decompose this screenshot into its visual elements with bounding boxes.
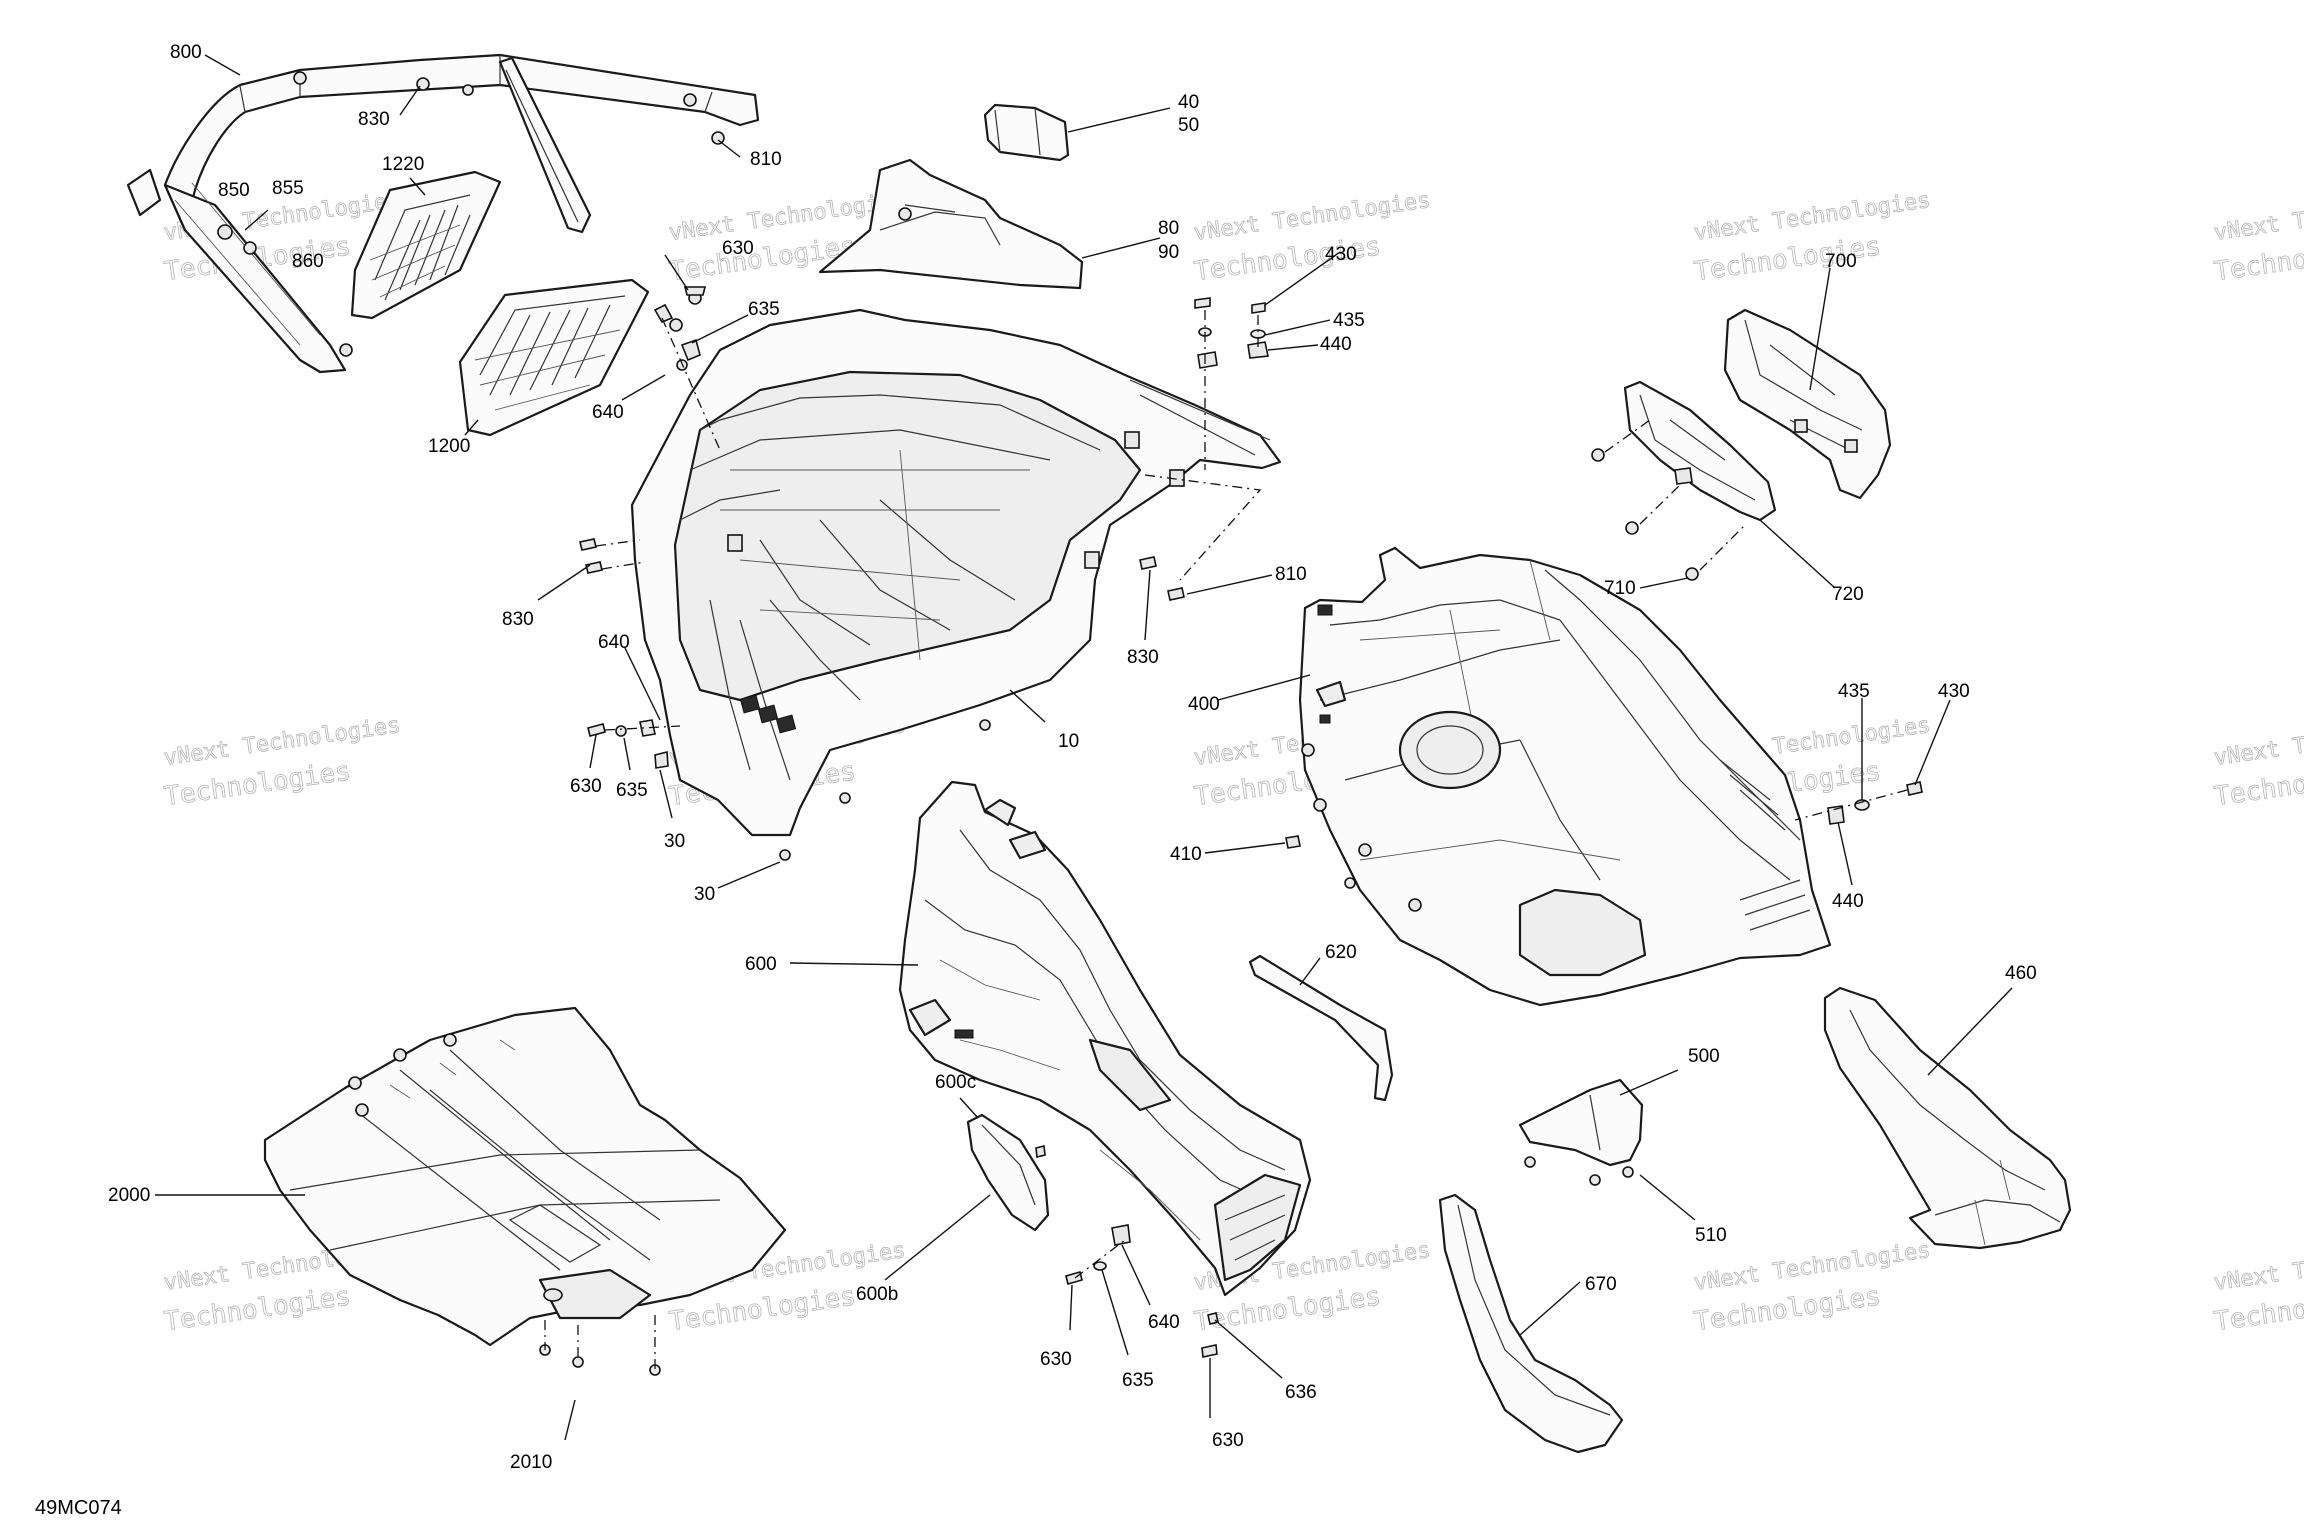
watermark: vNext Technologies Technologies [2212, 188, 2304, 288]
callout-635-left: 635 [616, 780, 648, 801]
callout-810-mid: 810 [1275, 564, 1307, 585]
hardware-right-top [1194, 297, 1269, 470]
watermark: vNext Technologies Technologies [2212, 1238, 2304, 1338]
hardware-left-top [653, 286, 721, 451]
part-500-plate [1518, 1078, 1644, 1186]
hardware-710 [1591, 419, 1746, 581]
part-460-cover [1823, 986, 2072, 1250]
callout-2000: 2000 [108, 1185, 150, 1206]
callout-630: 630 [722, 238, 754, 259]
part-2000-skid-plate [263, 1006, 787, 1376]
callout-720: 720 [1832, 584, 1864, 605]
part-720-bracket [1623, 380, 1777, 522]
callout-810: 810 [750, 149, 782, 170]
callout-630-left: 630 [570, 776, 602, 797]
svg-text:vNext Technologies: vNext Technologies [2212, 713, 2304, 771]
part-800-bumper [126, 53, 760, 374]
callout-635-bot: 635 [1122, 1370, 1154, 1391]
callout-600: 600 [745, 954, 777, 975]
watermark: vNext Technologies Technologies [2212, 713, 2304, 813]
svg-text:vNext Technologies: vNext Technologies [2212, 188, 2304, 246]
part-600c [966, 1113, 1050, 1232]
callout-830: 830 [358, 109, 390, 130]
part-10-front-hood [630, 308, 1282, 861]
callout-10: 10 [1058, 731, 1079, 752]
part-620-strap [1248, 954, 1394, 1102]
part-1220-grille [350, 170, 502, 320]
callout-440-top: 440 [1320, 334, 1352, 355]
callout-830-mid: 830 [1127, 647, 1159, 668]
callout-640-left: 640 [598, 632, 630, 653]
callout-430-right: 430 [1938, 681, 1970, 702]
callout-410: 410 [1170, 844, 1202, 865]
callout-40: 40 [1178, 92, 1199, 113]
callout-830-left: 830 [502, 609, 534, 630]
callout-600b: 600b [856, 1284, 898, 1305]
callout-600c: 600c [935, 1072, 976, 1093]
callout-636: 636 [1285, 1382, 1317, 1403]
watermark: vNext Technologies Technologies [1192, 188, 1432, 288]
callout-400: 400 [1188, 694, 1220, 715]
svg-text:vNext Technologies: vNext Technologies [1692, 1238, 1932, 1296]
callout-80: 80 [1158, 218, 1179, 239]
svg-text:vNext Technologies: vNext Technologies [1192, 188, 1432, 246]
part-40-cap [983, 103, 1070, 162]
hardware-right-side [1794, 781, 1923, 825]
callout-860: 860 [292, 251, 324, 272]
callout-510: 510 [1695, 1225, 1727, 1246]
callout-630-bot: 630 [1040, 1349, 1072, 1370]
callout-460: 460 [2005, 963, 2037, 984]
callout-1220: 1220 [382, 154, 424, 175]
svg-text:vNext Technologies: vNext Technologies [2212, 1238, 2304, 1296]
callout-670: 670 [1585, 1274, 1617, 1295]
part-80-panel [818, 158, 1084, 290]
part-400-body-panel [1298, 546, 1832, 1007]
callout-90: 90 [1158, 242, 1179, 263]
callout-640: 640 [592, 402, 624, 423]
callout-500: 500 [1688, 1046, 1720, 1067]
callout-30-b: 30 [694, 884, 715, 905]
callout-635: 635 [748, 299, 780, 320]
part-700-bracket [1723, 308, 1892, 500]
callout-850: 850 [218, 180, 250, 201]
callout-30-a: 30 [664, 831, 685, 852]
callout-640-bot: 640 [1148, 1312, 1180, 1333]
watermark: vNext Technologies Technologies [1692, 188, 1932, 288]
callout-710: 710 [1604, 578, 1636, 599]
callout-855: 855 [272, 178, 304, 199]
watermark: vNext Technologies Technologies [1692, 1238, 1932, 1338]
hardware-830-left [579, 538, 646, 574]
part-600-console [898, 780, 1312, 1297]
hardware-left-low [587, 719, 681, 769]
callout-700: 700 [1825, 251, 1857, 272]
document-id: 49MC074 [35, 1497, 122, 1519]
callout-430-top: 430 [1325, 244, 1357, 265]
callout-800: 800 [170, 42, 202, 63]
watermark: vNext Technologies Technologies [162, 713, 402, 813]
hardware-console-bottom [1065, 1224, 1219, 1358]
callout-435-right: 435 [1838, 681, 1870, 702]
part-670-trim [1438, 1193, 1624, 1454]
hardware-830-810-mid [1139, 474, 1262, 601]
callout-620: 620 [1325, 942, 1357, 963]
callout-1200: 1200 [428, 436, 470, 457]
callout-630-btm: 630 [1212, 1430, 1244, 1451]
part-1200-grille [458, 278, 650, 437]
callout-435-top: 435 [1333, 310, 1365, 331]
svg-text:vNext Technologies: vNext Technologies [1692, 188, 1932, 246]
callout-440-right: 440 [1832, 891, 1864, 912]
callout-50: 50 [1178, 115, 1199, 136]
callout-2010: 2010 [510, 1452, 552, 1473]
svg-text:vNext Technologies: vNext Technologies [162, 713, 402, 771]
